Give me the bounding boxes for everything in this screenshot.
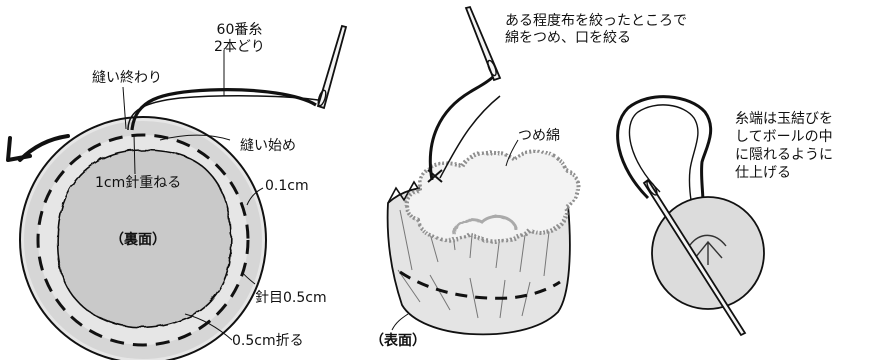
needle-eye-middle (487, 59, 497, 77)
leader-end (122, 86, 127, 130)
needle-eye-right (646, 180, 658, 196)
thread-loop-2 (439, 95, 501, 179)
leader-stitch (241, 271, 256, 285)
thread-line-2 (127, 95, 319, 131)
right-diagram (616, 95, 765, 337)
direction-arrowhead-icon (6, 136, 32, 162)
leader-overlap (133, 133, 136, 175)
stitch-label: 針目0.5cm (255, 290, 327, 306)
middle-instruction: ある程度布を絞ったところで 綿をつめ、口を絞る (505, 13, 687, 46)
needle-icon-right (642, 178, 747, 337)
knot-icon (427, 169, 443, 183)
fold-label: 0.5cm折る (232, 333, 304, 349)
overlap-label: 1cm針重ねる (95, 175, 182, 191)
leader-fold (184, 313, 233, 341)
running-stitch (36, 133, 250, 347)
fabric-fold-band (24, 121, 262, 359)
thread-loop-right-2 (628, 104, 699, 221)
ball-gather (689, 234, 727, 265)
cup-stitch (399, 270, 561, 300)
wadding (404, 149, 580, 244)
needle-icon (316, 24, 348, 110)
right-instruction: 糸端は玉結びを してボールの中 に隠れるように 仕上げる (735, 111, 833, 181)
leader-stuffing (505, 139, 519, 167)
seam-offset-label: 0.1cm (265, 178, 309, 194)
stuffing-label: つめ綿 (518, 128, 560, 144)
wadding-inner (453, 214, 518, 236)
thread-label: 60番糸 2本どり (214, 22, 265, 55)
center-label: （裏面） (110, 232, 166, 248)
face-label: （表面） (370, 333, 426, 349)
start-label: 縫い始め (240, 138, 296, 154)
needle-eye (317, 89, 327, 107)
thread-loop-right (616, 95, 713, 216)
folded-edge-area (56, 149, 232, 329)
middle-diagram (386, 5, 580, 336)
left-diagram (6, 24, 348, 360)
leader-offset (246, 187, 264, 206)
leader-start (159, 134, 231, 141)
thread-loop (428, 74, 496, 181)
end-label: 縫い終わり (92, 70, 162, 86)
leader-face (391, 313, 409, 331)
